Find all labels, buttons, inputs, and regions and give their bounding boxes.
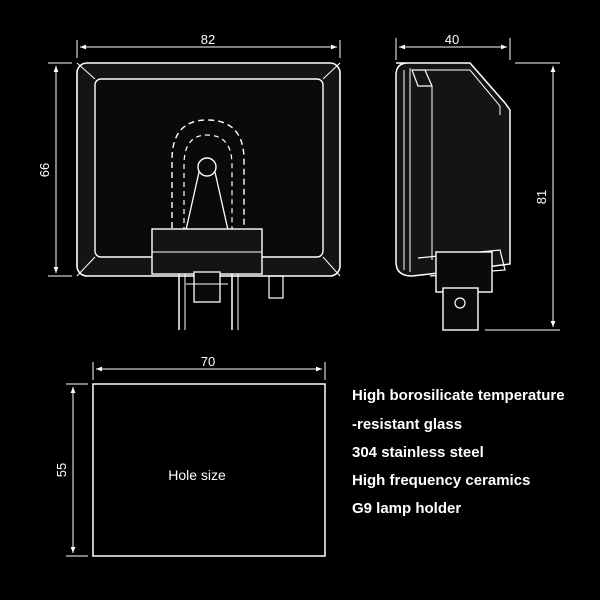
dimension-label-front-width: 82 (201, 32, 215, 47)
hole-size-view (66, 362, 326, 557)
bevel-line (322, 62, 341, 80)
hole-outline (92, 383, 326, 557)
spec-list: High borosilicate temperature -resistant… (352, 387, 565, 517)
housing-slope (425, 69, 501, 115)
side-view (395, 38, 560, 331)
side-housing (395, 62, 511, 277)
spec-line: -resistant glass (352, 416, 462, 433)
dimension-label-side-width: 40 (445, 32, 459, 47)
bevel-line (76, 256, 96, 277)
dimension-label-hole-height: 55 (54, 463, 69, 477)
spec-line: G9 lamp holder (352, 500, 461, 517)
bulb-inner-envelope (183, 134, 233, 232)
front-view (48, 40, 341, 330)
spec-line: High borosilicate temperature (352, 387, 565, 404)
hole-size-label: Hole size (168, 467, 226, 483)
dimension-label-front-height: 66 (37, 163, 52, 177)
bevel-line (76, 62, 96, 80)
terminal-hole (454, 297, 466, 309)
filament-lead (214, 171, 229, 231)
connector-block (193, 271, 221, 303)
spec-line: 304 stainless steel (352, 444, 484, 461)
filament-lead (185, 171, 200, 231)
side-terminal (442, 287, 479, 331)
spec-line: High frequency ceramics (352, 472, 530, 489)
side-socket (435, 251, 493, 293)
bulb-envelope (171, 119, 245, 238)
bevel-line (322, 256, 341, 277)
dimension-label-side-height: 81 (534, 190, 549, 204)
dimension-label-hole-width: 70 (201, 354, 215, 369)
side-tab (268, 275, 284, 299)
bulb-filament (197, 157, 217, 177)
